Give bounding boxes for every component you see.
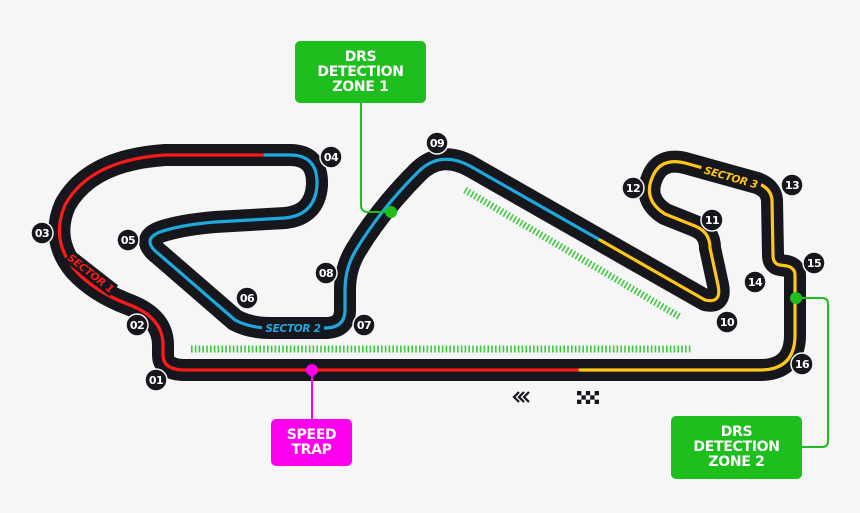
direction-chevrons-icon xyxy=(512,391,530,403)
turn-number: 16 xyxy=(795,358,810,371)
turn-marker-03: 03 xyxy=(30,221,54,245)
turn-number: 14 xyxy=(748,276,763,289)
speed-trap-point xyxy=(306,364,318,376)
callout-line: DETECTION xyxy=(317,63,404,80)
turn-marker-05: 05 xyxy=(116,228,140,252)
callout-line: ZONE 1 xyxy=(332,78,389,95)
turn-marker-02: 02 xyxy=(125,313,149,337)
turn-marker-15: 15 xyxy=(802,251,826,275)
turn-marker-06: 06 xyxy=(235,286,259,310)
sector-2-line xyxy=(148,153,602,330)
turn-marker-14: 14 xyxy=(743,270,767,294)
turn-marker-04: 04 xyxy=(319,145,343,169)
callout-line: DRS xyxy=(720,424,753,440)
sector-1-line xyxy=(57,153,582,372)
callout-line: ZONE 2 xyxy=(708,454,765,470)
turn-number: 13 xyxy=(785,179,799,192)
turn-number: 03 xyxy=(35,227,49,240)
turn-number: 11 xyxy=(705,214,719,227)
turn-number: 10 xyxy=(720,316,735,329)
drs-zone-2-connector xyxy=(796,297,829,448)
turn-number: 05 xyxy=(121,234,135,247)
checkered-flag-icon xyxy=(577,391,599,404)
turn-number: 06 xyxy=(240,292,255,305)
sector-2-label: SECTOR 2 xyxy=(262,320,324,335)
turn-number: 12 xyxy=(626,182,640,195)
turn-number: 02 xyxy=(130,319,144,332)
turn-marker-13: 13 xyxy=(780,173,804,197)
drs-zone-1-connector xyxy=(360,103,391,213)
turn-markers: 01 02 03 04 05 06 07 08 09 10 11 12 13 14 15 16 xyxy=(30,131,826,392)
drs-detection-2-point xyxy=(790,292,802,304)
turn-number: 09 xyxy=(430,137,444,150)
callout-line: SPEED xyxy=(286,426,337,443)
turn-number: 08 xyxy=(319,267,333,280)
turn-marker-11: 11 xyxy=(700,208,724,232)
turn-number: 07 xyxy=(357,319,371,332)
turn-number: 04 xyxy=(324,151,339,164)
drs-detection-zone-2-callout: DRS DETECTION ZONE 2 xyxy=(671,416,802,479)
turn-number: 01 xyxy=(149,374,163,387)
turn-marker-01: 01 xyxy=(144,368,168,392)
turn-marker-07: 07 xyxy=(352,313,376,337)
callout-line: DETECTION xyxy=(693,439,780,455)
callout-line: TRAP xyxy=(291,441,332,458)
turn-marker-12: 12 xyxy=(621,176,645,200)
turn-marker-10: 10 xyxy=(715,310,739,334)
turn-number: 15 xyxy=(807,257,821,270)
speed-trap-callout: SPEED TRAP xyxy=(271,419,352,466)
turn-marker-09: 09 xyxy=(425,131,449,155)
svg-text:SECTOR 2: SECTOR 2 xyxy=(265,323,320,335)
turn-marker-08: 08 xyxy=(314,261,338,285)
turn-marker-16: 16 xyxy=(790,352,814,376)
callout-line: DRS xyxy=(344,48,377,65)
drs-detection-1-point xyxy=(385,206,397,218)
drs-detection-zone-1-callout: DRS DETECTION ZONE 1 xyxy=(295,41,426,103)
